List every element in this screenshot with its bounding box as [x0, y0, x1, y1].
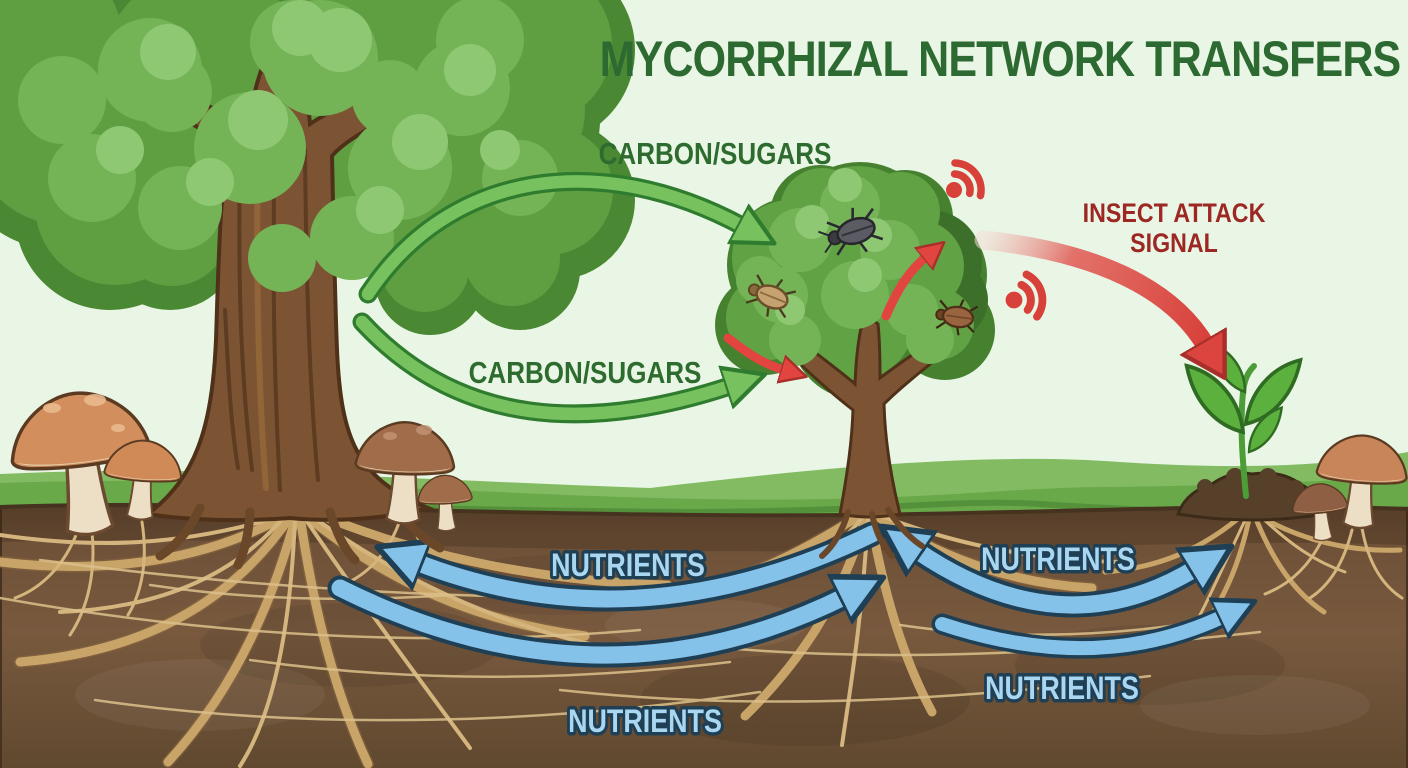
- label-carbon-sugars-top: CARBON/SUGARS: [599, 137, 832, 172]
- signal-wave-icon-top: [946, 159, 985, 200]
- carbon-arrows: [352, 171, 742, 424]
- nutrient-arrow-middle-to-seedling: [916, 550, 1196, 614]
- signal-arrow: [974, 230, 1206, 346]
- label-insect-attack-line1: INSECT ATTACK: [1083, 198, 1266, 228]
- signal-wave-icon-lower: [1005, 270, 1047, 321]
- signal-group: [946, 159, 1206, 346]
- label-nutrients-upper-right: NUTRIENTS: [981, 542, 1135, 578]
- labels-layer: MYCORRHIZAL NETWORK TRANSFERS CARBON/SUG…: [469, 31, 1402, 743]
- label-insect-attack-line2: SIGNAL: [1130, 228, 1218, 258]
- diagram-title: MYCORRHIZAL NETWORK TRANSFERS: [600, 31, 1401, 87]
- mature-tree: [0, 0, 635, 570]
- mushroom-cluster-far-left: [3, 383, 185, 545]
- carbon-arrow-bottom: [355, 315, 730, 421]
- stress-arrow-up: [881, 257, 926, 321]
- beetle-brown: [935, 299, 979, 336]
- beetle-tan: [745, 274, 797, 319]
- label-nutrients-lower-left: NUTRIENTS: [568, 704, 722, 740]
- trunk-root-flare: [155, 501, 445, 570]
- carbon-arrow-top: [361, 175, 742, 301]
- nutrient-arrow-to-mature-tree: [416, 525, 881, 608]
- beetle-dark: [818, 207, 884, 256]
- seedling-stem: [1238, 363, 1257, 499]
- nutrient-arrow-to-attacked-tree: [331, 588, 846, 664]
- nutrient-arrows: [327, 521, 1224, 668]
- label-nutrients-lower-right: NUTRIENTS: [985, 671, 1139, 707]
- label-nutrients-upper-left: NUTRIENTS: [551, 548, 705, 584]
- stress-arrows: [723, 257, 926, 370]
- stress-arrow-down: [723, 333, 784, 370]
- nutrient-arrow-lower-right: [935, 616, 1224, 656]
- seedling: [1175, 342, 1326, 522]
- mushroom-cluster-mid-left: [352, 419, 475, 533]
- label-carbon-sugars-bottom: CARBON/SUGARS: [469, 356, 702, 391]
